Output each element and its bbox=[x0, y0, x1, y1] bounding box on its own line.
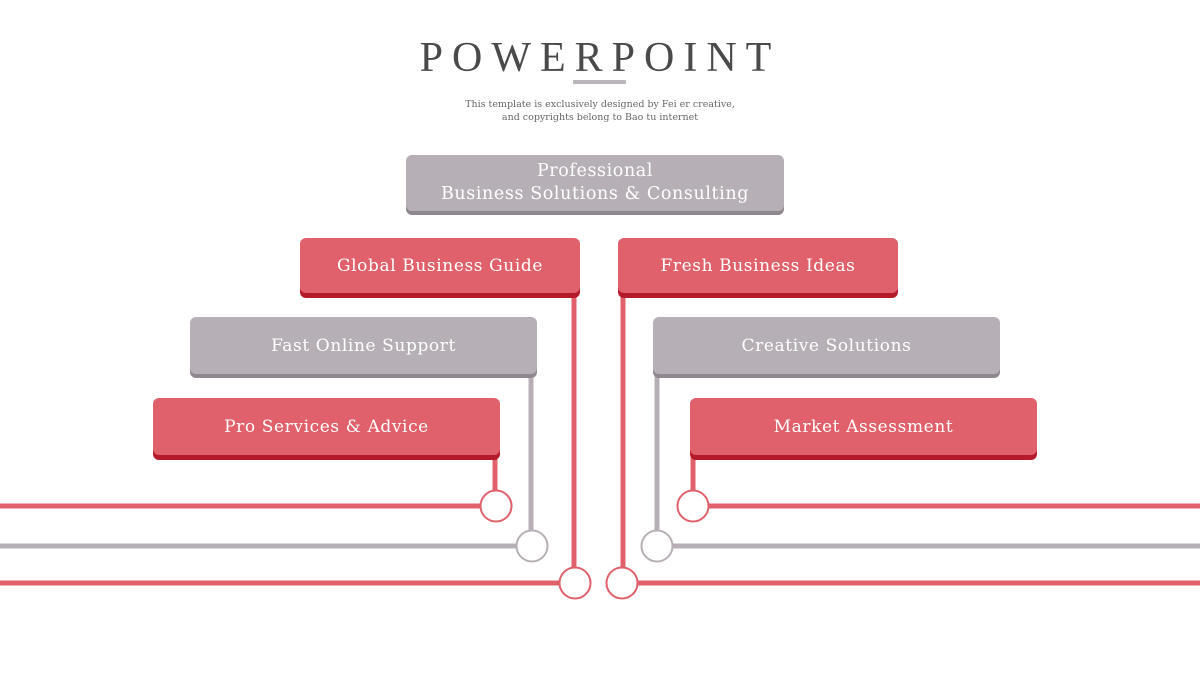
subtitle-line-2: and copyrights belong to Bao tu internet bbox=[501, 112, 699, 123]
root-box[interactable]: Professional Business Solutions & Consul… bbox=[406, 155, 784, 211]
box-label: Global Business Guide bbox=[336, 255, 544, 276]
node-circle-creative-solutions bbox=[640, 529, 674, 563]
subtitle-line-1: This template is exclusively designed by… bbox=[465, 99, 735, 110]
box-global-business-guide[interactable]: Global Business Guide bbox=[300, 238, 580, 293]
box-fresh-business-ideas[interactable]: Fresh Business Ideas bbox=[618, 238, 898, 293]
node-circle-global-business-guide bbox=[558, 566, 592, 600]
node-circle-fresh-business-ideas bbox=[605, 566, 639, 600]
box-label: Pro Services & Advice bbox=[224, 416, 429, 437]
node-circle-pro-services bbox=[479, 489, 513, 523]
root-box-line-1: Professional bbox=[536, 161, 654, 181]
box-market-assessment[interactable]: Market Assessment bbox=[690, 398, 1037, 455]
box-pro-services-advice[interactable]: Pro Services & Advice bbox=[153, 398, 500, 455]
box-fast-online-support[interactable]: Fast Online Support bbox=[190, 317, 537, 374]
title-underline bbox=[573, 80, 626, 84]
page-subtitle: This template is exclusively designed by… bbox=[0, 98, 1200, 124]
root-box-line-2: Business Solutions & Consulting bbox=[440, 184, 750, 204]
box-label: Fresh Business Ideas bbox=[660, 255, 856, 276]
node-circle-market-assessment bbox=[676, 489, 710, 523]
box-label: Creative Solutions bbox=[741, 335, 912, 356]
page-title: POWERPOINT bbox=[419, 35, 781, 81]
box-label: Market Assessment bbox=[773, 416, 954, 437]
node-circle-fast-online-support bbox=[515, 529, 549, 563]
box-label: Fast Online Support bbox=[271, 335, 456, 356]
box-creative-solutions[interactable]: Creative Solutions bbox=[653, 317, 1000, 374]
